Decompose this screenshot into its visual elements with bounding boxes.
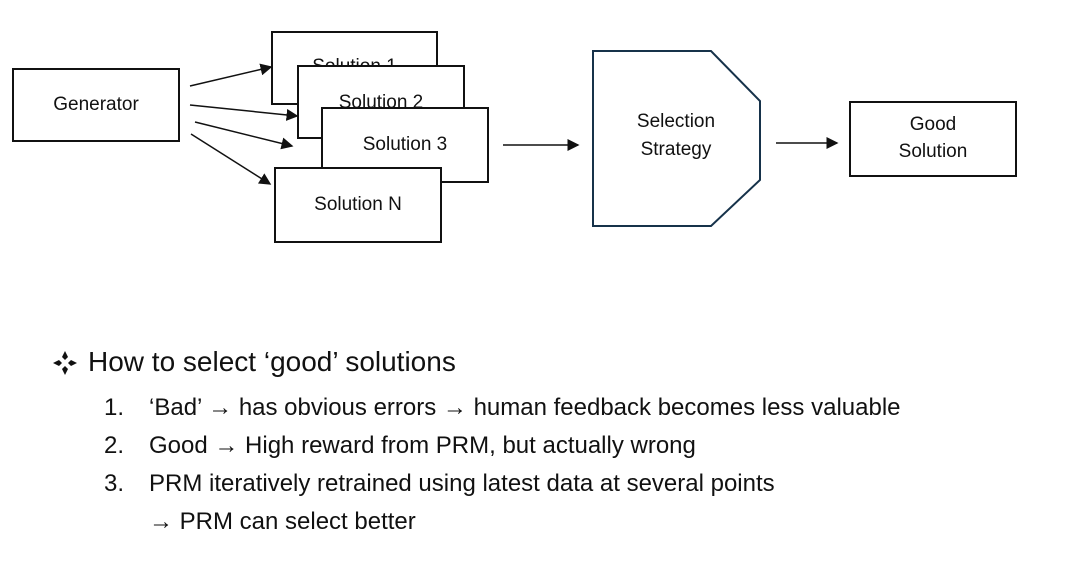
section-heading: How to select ‘good’ solutions (52, 342, 1062, 382)
list-item-3-continuation: → PRM can select better (149, 508, 416, 535)
selection-guidance: How to select ‘good’ solutions 1. ‘Bad’ … (52, 342, 1062, 541)
selection-strategy-label: Selection Strategy (636, 111, 716, 160)
section-title: How to select ‘good’ solutions (88, 346, 456, 377)
generator-to-solution-3-arrow (194, 121, 294, 150)
list-text-1: ‘Bad’ → has obvious errors → human feedb… (149, 394, 901, 421)
selection-criteria-list: 1. ‘Bad’ → has obvious errors → human fe… (104, 389, 1062, 541)
list-number-2: 2. (104, 432, 125, 459)
generator-to-solution-2-arrow (189, 104, 299, 121)
generator-to-solution-n-arrow (190, 133, 272, 185)
generator-to-solution-1-arrow (189, 63, 273, 87)
list-text-3: PRM iteratively retrained using latest d… (149, 470, 775, 497)
list-number-1: 1. (104, 394, 125, 421)
list-item-2: 2. Good → High reward from PRM, but actu… (104, 427, 1062, 465)
diamond-bullet-icon (53, 351, 77, 375)
selection-diagram: Generator Solution 1 Solution 2 Solution… (12, 31, 1017, 243)
list-item-1: 1. ‘Bad’ → has obvious errors → human fe… (104, 389, 1062, 427)
list-item-3: 3. PRM iteratively retrained using lates… (104, 465, 1062, 503)
list-text-2: Good → High reward from PRM, but actuall… (149, 432, 696, 459)
solution-n-box: Solution N (274, 167, 442, 243)
generator-box: Generator (12, 68, 180, 142)
list-number-3: 3. (104, 470, 125, 497)
good-solution-box: Good Solution (849, 101, 1017, 177)
